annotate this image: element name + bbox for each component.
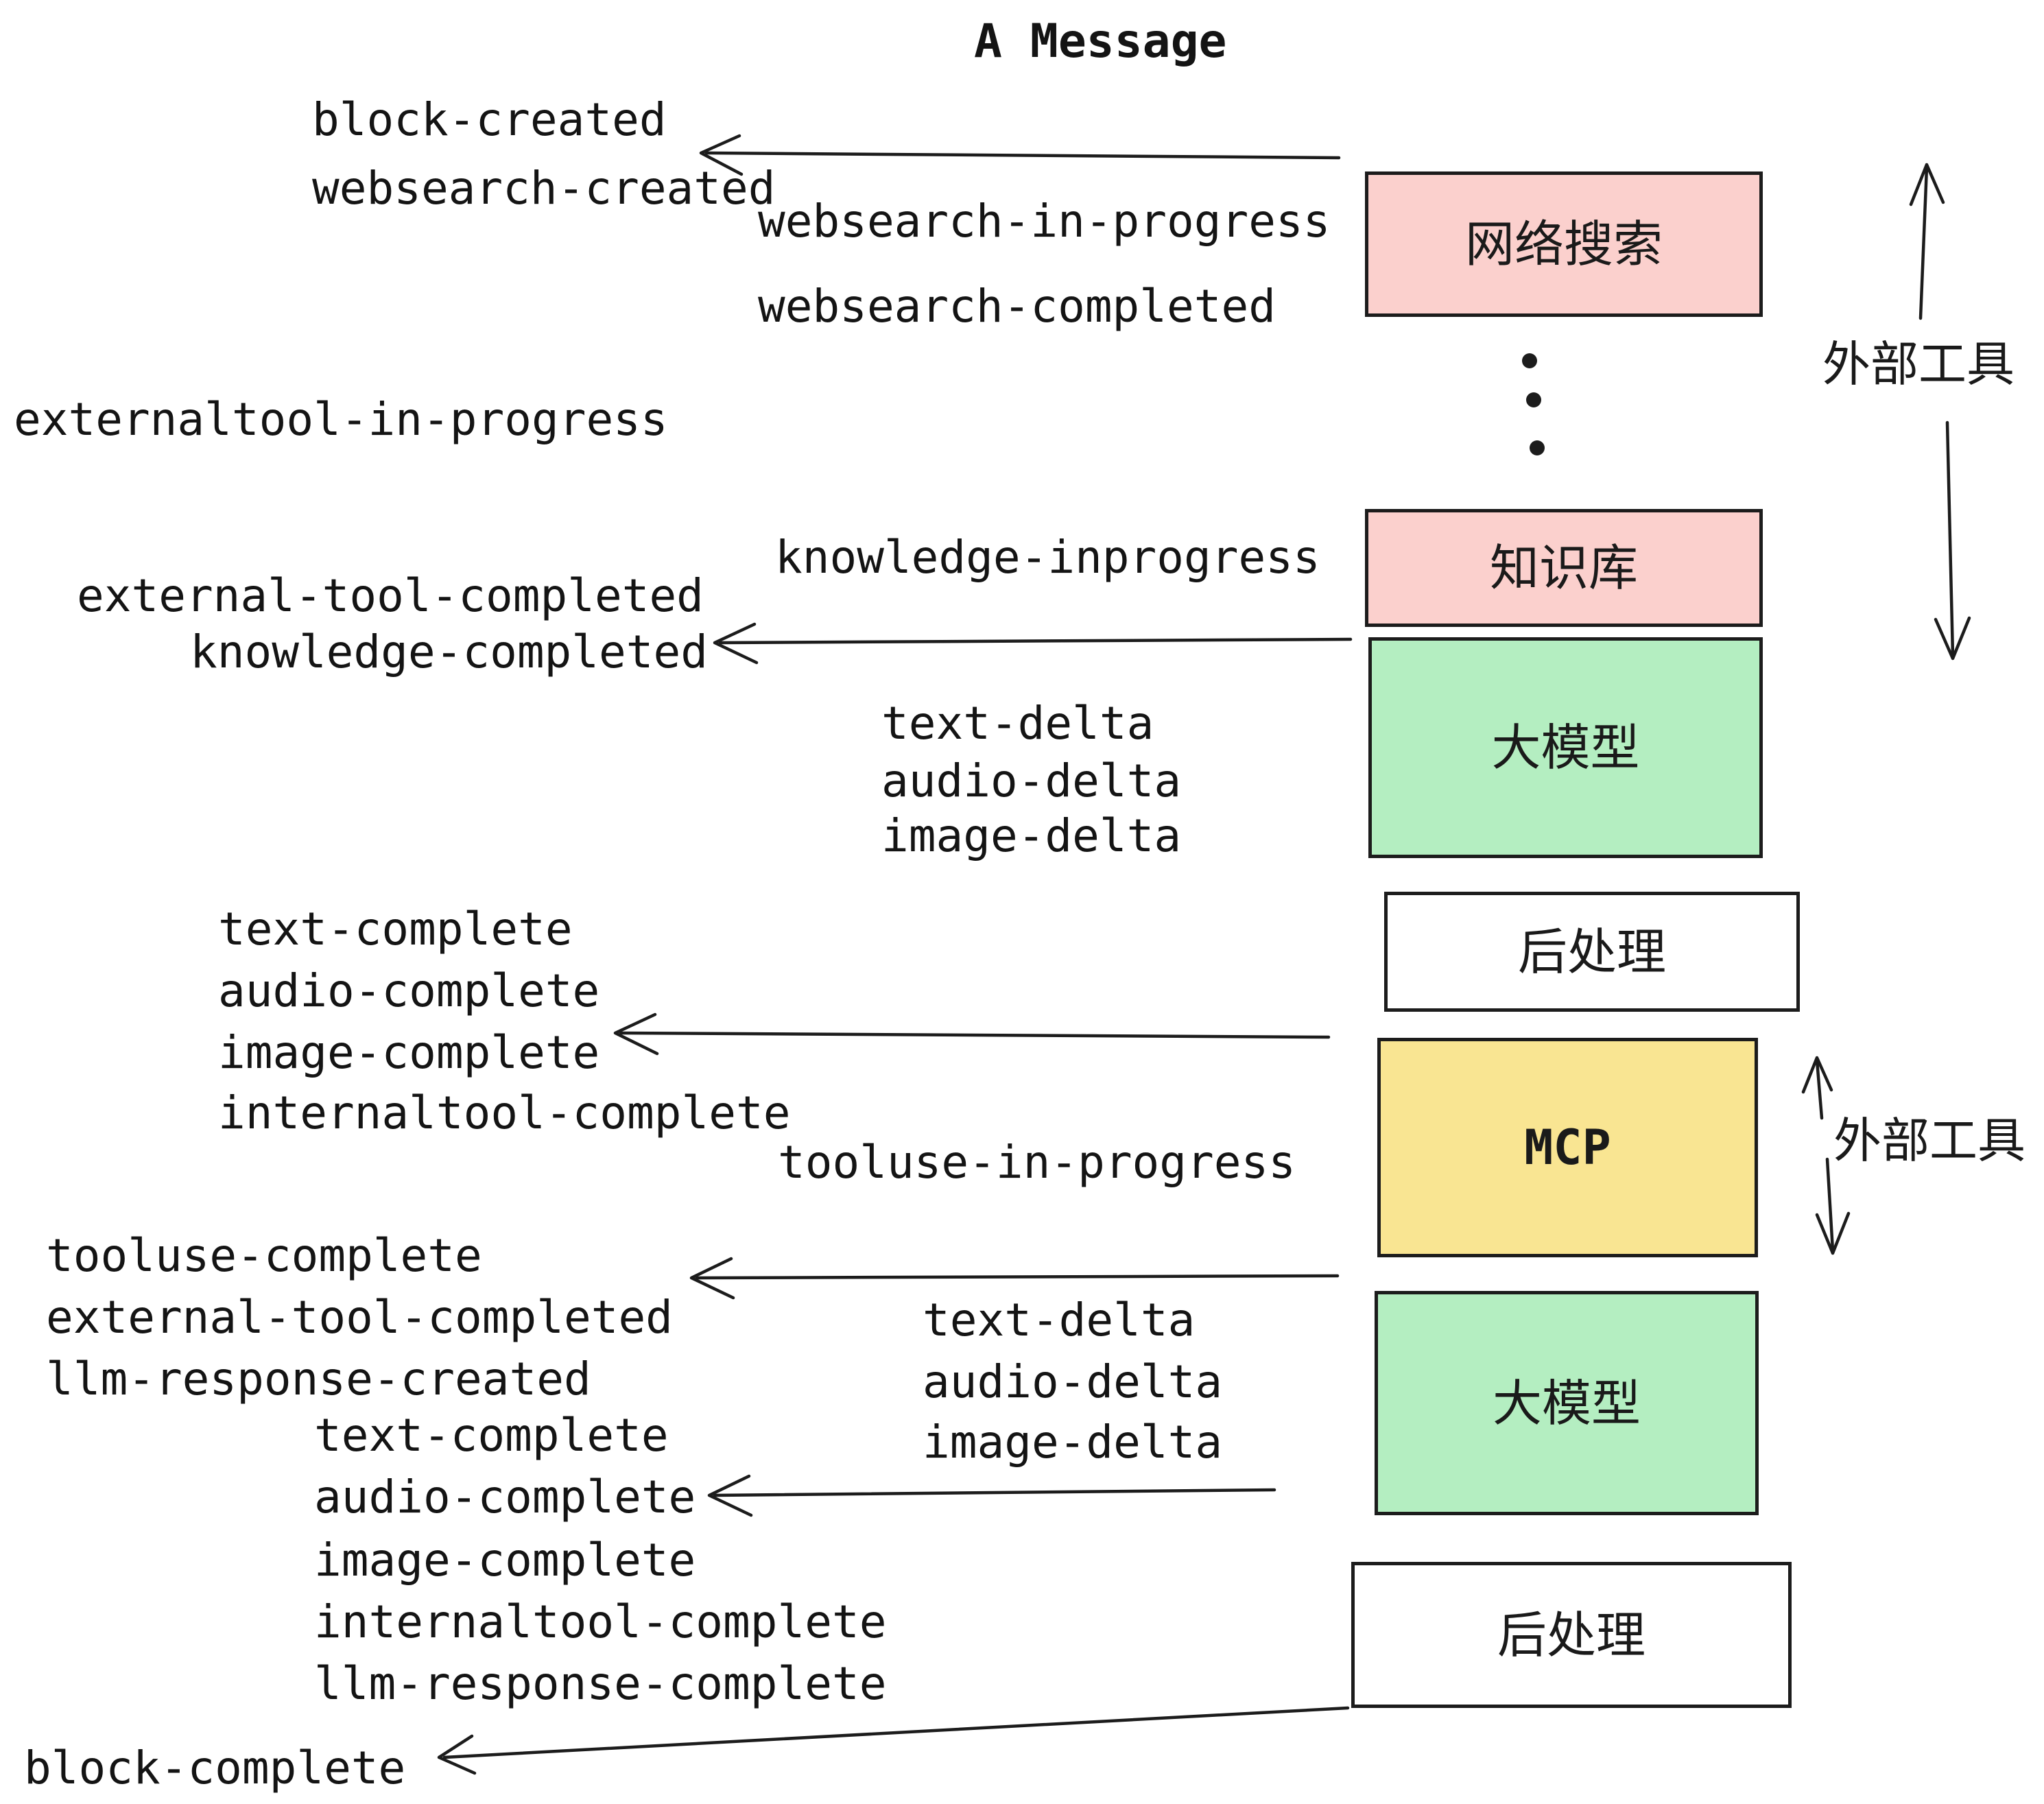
node-websearch-label: 网络搜索: [1464, 215, 1663, 273]
event-label-image-complete-2: image-complete: [314, 1534, 696, 1587]
event-label-websearch-created: websearch-created: [312, 162, 776, 215]
annotation-external-tools-top: 外部工具: [1822, 336, 2015, 392]
node-llm-2: 大模型: [1375, 1291, 1759, 1515]
node-postprocess-1: 后处理: [1384, 892, 1800, 1012]
node-websearch: 网络搜索: [1365, 171, 1763, 317]
node-llm-1: 大模型: [1368, 637, 1763, 858]
event-label-image-delta-1: image-delta: [881, 809, 1182, 862]
event-label-tooluse-complete: tooluse-complete: [46, 1229, 482, 1282]
event-label-text-complete-2: text-complete: [314, 1409, 669, 1462]
event-label-audio-complete-2: audio-complete: [314, 1471, 696, 1523]
node-llm-1-label: 大模型: [1491, 719, 1640, 776]
event-label-audio-delta-2: audio-delta: [923, 1355, 1223, 1408]
event-label-tooluse-in-progress: tooluse-in-progress: [778, 1136, 1296, 1189]
arrow-to-block-created: [699, 134, 1341, 176]
arrow-to-audio-complete: [707, 1474, 1276, 1517]
event-label-websearch-completed: websearch-completed: [758, 280, 1276, 333]
event-label-knowledge-inprogress: knowledge-inprogress: [775, 531, 1320, 584]
arrow-to-image-complete: [613, 1012, 1331, 1056]
event-label-audio-complete-1: audio-complete: [218, 964, 600, 1017]
event-label-image-complete-1: image-complete: [218, 1026, 600, 1079]
event-label-llm-response-created: llm-response-created: [46, 1353, 591, 1405]
arrow-to-tooluse-complete: [689, 1257, 1340, 1300]
page-title: A Message: [974, 14, 1227, 69]
event-label-external-tool-completed: external-tool-completed: [77, 569, 704, 622]
event-label-block-created: block-created: [312, 93, 667, 146]
node-knowledge-label: 知识库: [1489, 539, 1638, 597]
annotation-external-tools-bottom: 外部工具: [1833, 1113, 2025, 1169]
event-label-block-complete: block-complete: [24, 1742, 406, 1794]
event-label-internaltool-complete-1: internaltool-complete: [218, 1087, 791, 1139]
node-postprocess-2: 后处理: [1351, 1562, 1792, 1708]
event-label-text-complete-1: text-complete: [218, 903, 573, 956]
event-label-text-delta-1: text-delta: [881, 697, 1154, 750]
event-label-externaltool-in-progress: externaltool-in-progress: [14, 393, 668, 446]
event-label-image-delta-2: image-delta: [923, 1416, 1223, 1469]
external-tools-span-arrow-top: [1909, 163, 1971, 661]
node-postprocess-2-label: 后处理: [1497, 1606, 1645, 1664]
event-label-text-delta-2: text-delta: [923, 1294, 1196, 1346]
ellipsis-dots: [1522, 353, 1545, 455]
node-llm-2-label: 大模型: [1492, 1374, 1641, 1432]
event-label-external-tool-completed-2: external-tool-completed: [46, 1291, 673, 1344]
arrow-to-knowledge-completed: [713, 622, 1353, 665]
event-label-websearch-in-progress: websearch-in-progress: [758, 195, 1331, 248]
event-label-knowledge-completed: knowledge-completed: [190, 626, 708, 678]
arrow-to-block-complete: [437, 1706, 1350, 1775]
node-mcp-label: MCP: [1524, 1119, 1611, 1176]
node-postprocess-1-label: 后处理: [1517, 923, 1666, 981]
node-mcp: MCP: [1377, 1038, 1758, 1257]
event-label-audio-delta-1: audio-delta: [881, 755, 1182, 807]
event-label-internaltool-complete-2: internaltool-complete: [314, 1595, 887, 1648]
event-label-llm-response-complete: llm-response-complete: [314, 1657, 887, 1710]
node-knowledge: 知识库: [1365, 509, 1763, 627]
